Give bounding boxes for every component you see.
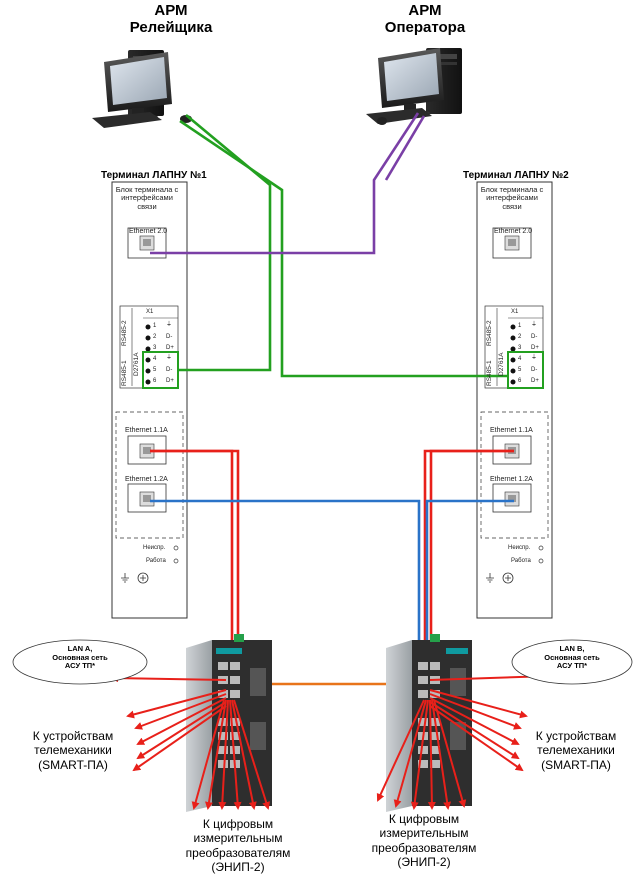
rj45-socket	[504, 491, 520, 507]
terminal-1-eth20-label: Ethernet 2.0	[129, 228, 168, 235]
terminal-1-block-label: Блок терминала с интерфейсами связи	[115, 185, 179, 211]
terminal-2-rs485-2-label: RS485-2	[486, 320, 493, 346]
pin-number: 4	[518, 356, 522, 362]
telemechanics-left-label: К устройствам телемеханики (SMART-ПА)	[32, 729, 114, 772]
pin-mark: D+	[531, 378, 539, 384]
terminal-2-x1-label: X1	[511, 309, 519, 315]
green-rs485-cable	[178, 114, 508, 378]
telemechanics-right-label: К устройствам телемеханики (SMART-ПА)	[535, 729, 617, 772]
terminal-2-work-label: Работа	[511, 558, 531, 564]
workstation-operator-pc	[366, 48, 462, 125]
blue-ethernet-cable	[150, 499, 514, 665]
lan-b-oval	[511, 639, 633, 685]
terminal-1-rs485-1-label: RS485-1	[121, 360, 128, 386]
relay-pc-title: АРМ Релейщика	[129, 2, 213, 37]
rj45-socket	[139, 491, 155, 507]
terminal-1-chip-label: D2761A	[133, 352, 140, 377]
red-ethernet-cable	[150, 449, 514, 665]
meters-left-label: К цифровым измерительным преобразователя…	[185, 817, 291, 875]
terminal-1-title: Терминал ЛАПНУ №1	[101, 170, 207, 181]
pin-number: 6	[518, 378, 522, 384]
pin-mark: D-	[531, 334, 538, 340]
ground-icon: ⏚	[531, 355, 538, 361]
terminal-2-fault-label: Неиспр.	[508, 545, 531, 551]
pin-number: 1	[518, 323, 522, 329]
terminal-1-eth11a-label: Ethernet 1.1A	[125, 427, 168, 434]
operator-pc-title: АРМ Оператора	[384, 2, 466, 37]
pin-number: 4	[153, 356, 157, 362]
pin-mark: D+	[166, 345, 174, 351]
meters-right-label: К цифровым измерительным преобразователя…	[371, 812, 477, 870]
pin-number: 5	[153, 367, 157, 373]
terminal-panel-1	[111, 181, 188, 619]
terminal-1-rs485-2-label: RS485-2	[121, 320, 128, 346]
lan-a-oval	[12, 639, 148, 685]
terminal-1-x1-label: X1	[146, 309, 154, 315]
lan-b-label: LAN B, Основная сеть АСУ ТП*	[544, 644, 600, 671]
terminal-1-work-label: Работа	[146, 558, 166, 564]
terminal-2-chip-label: D2761A	[498, 352, 505, 377]
purple-ethernet-cable	[150, 112, 426, 255]
network-switch-left	[186, 634, 272, 812]
rj45-socket	[139, 235, 155, 251]
terminal-panel-2	[476, 181, 553, 619]
terminal-2-title: Терминал ЛАПНУ №2	[463, 170, 569, 181]
ground-icon: ⏚	[166, 355, 173, 361]
lan-a-label: LAN A, Основная сеть АСУ ТП*	[52, 644, 108, 671]
red-arrows-left	[110, 674, 271, 810]
pin-number: 6	[153, 378, 157, 384]
terminal-2-rs485-1-label: RS485-1	[486, 360, 493, 386]
terminal-2-eth12a-label: Ethernet 1.2A	[490, 476, 533, 483]
pin-mark: D-	[531, 367, 538, 373]
pin-number: 5	[518, 367, 522, 373]
terminal-1-fault-label: Неиспр.	[143, 545, 166, 551]
terminal-2-block-label: Блок терминала с интерфейсами связи	[480, 185, 544, 211]
pin-number: 1	[153, 323, 157, 329]
terminal-2-eth20-label: Ethernet 2.0	[494, 228, 533, 235]
pin-number: 3	[518, 345, 522, 351]
pin-number: 2	[153, 334, 157, 340]
terminal-2-eth11a-label: Ethernet 1.1A	[490, 427, 533, 434]
pin-mark: D+	[166, 378, 174, 384]
rj45-socket	[504, 235, 520, 251]
terminal-1-eth12a-label: Ethernet 1.2A	[125, 476, 168, 483]
pin-mark: D-	[166, 367, 173, 373]
pin-number: 3	[153, 345, 157, 351]
ground-icon: ⏚	[531, 322, 538, 328]
workstation-relay-pc	[92, 50, 192, 128]
ground-icon: ⏚	[166, 322, 173, 328]
pin-number: 2	[518, 334, 522, 340]
pin-mark: D-	[166, 334, 173, 340]
pin-mark: D+	[531, 345, 539, 351]
